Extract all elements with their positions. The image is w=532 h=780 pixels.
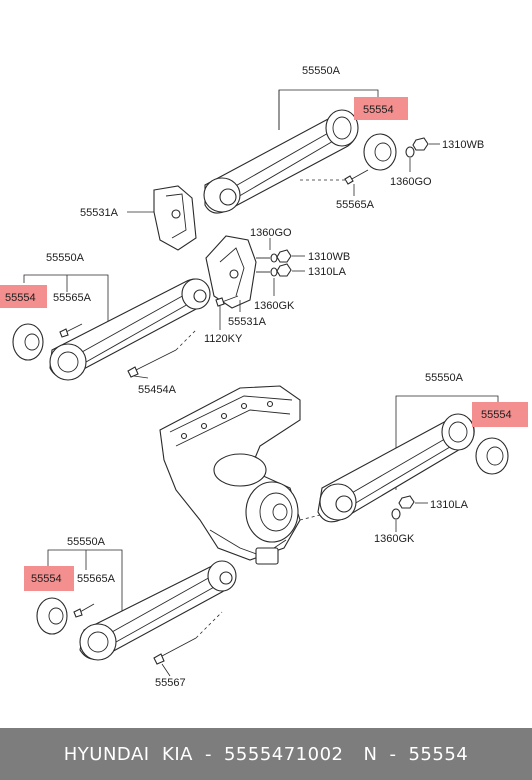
highlight-box-upper xyxy=(354,97,408,120)
callout-1310wb-mid: 1310WB xyxy=(308,251,350,263)
callout-1310la-mid: 1310LA xyxy=(308,266,347,278)
callout-55565a-lower: 55565A xyxy=(77,573,116,585)
callout-55531a-left: 55531A xyxy=(80,207,119,219)
footer-n-separator: - xyxy=(389,743,397,765)
callout-55554-upper: 55554 xyxy=(363,104,394,116)
differential-mount-subframe xyxy=(159,385,301,565)
bracket-left-55531a xyxy=(127,185,197,251)
right-trailing-arm-assembly xyxy=(299,395,509,532)
footer-separator: - xyxy=(204,743,212,765)
callout-55565a-upper: 55565A xyxy=(336,199,375,211)
callout-1120ky: 1120KY xyxy=(204,333,243,345)
callout-55554-mid-left: 55554 xyxy=(5,292,36,304)
callout-1310wb-upper: 1310WB xyxy=(442,139,484,151)
callout-55565a-mid: 55565A xyxy=(53,292,92,304)
middle-left-trailing-arm-assembly xyxy=(12,274,211,381)
highlight-box-lower xyxy=(24,566,74,591)
callout-55554-right: 55554 xyxy=(481,409,512,421)
callout-55454a: 55454A xyxy=(138,384,177,396)
rear-suspension-exploded-diagram: 55550A 55554 1310WB 1360GO 55565A 55531A… xyxy=(0,65,528,689)
callout-1360go-mid: 1360GO xyxy=(250,227,292,239)
upper-trailing-arm-assembly xyxy=(203,89,440,214)
callout-55550a-right: 55550A xyxy=(425,372,464,384)
callout-55567: 55567 xyxy=(155,677,186,689)
footer-n-label: N xyxy=(363,743,378,765)
lower-trailing-arm-assembly xyxy=(36,549,237,677)
callout-55550a-mid-left: 55550A xyxy=(46,252,85,264)
footer-part-number: 5555471002 xyxy=(223,743,344,765)
callout-1310la-right: 1310LA xyxy=(430,499,469,511)
highlight-box-mid-left xyxy=(0,285,47,308)
callout-1360gk-mid: 1360GK xyxy=(254,300,295,312)
callout-55550a-lower: 55550A xyxy=(67,536,106,548)
callout-55550a-upper: 55550A xyxy=(302,65,341,77)
callout-55531a-right: 55531A xyxy=(228,316,267,328)
callout-55554-lower: 55554 xyxy=(31,573,62,585)
bracket-right-55531a xyxy=(205,235,305,330)
callout-1360gk-right: 1360GK xyxy=(374,533,415,545)
highlight-box-right xyxy=(472,402,528,427)
callout-1360go-upper: 1360GO xyxy=(390,176,432,188)
footer-brand: HYUNDAI KIA xyxy=(63,743,193,765)
footer-n-value: 55554 xyxy=(408,743,469,765)
footer-bar: HYUNDAI KIA - 5555471002 N - 55554 xyxy=(0,728,532,780)
